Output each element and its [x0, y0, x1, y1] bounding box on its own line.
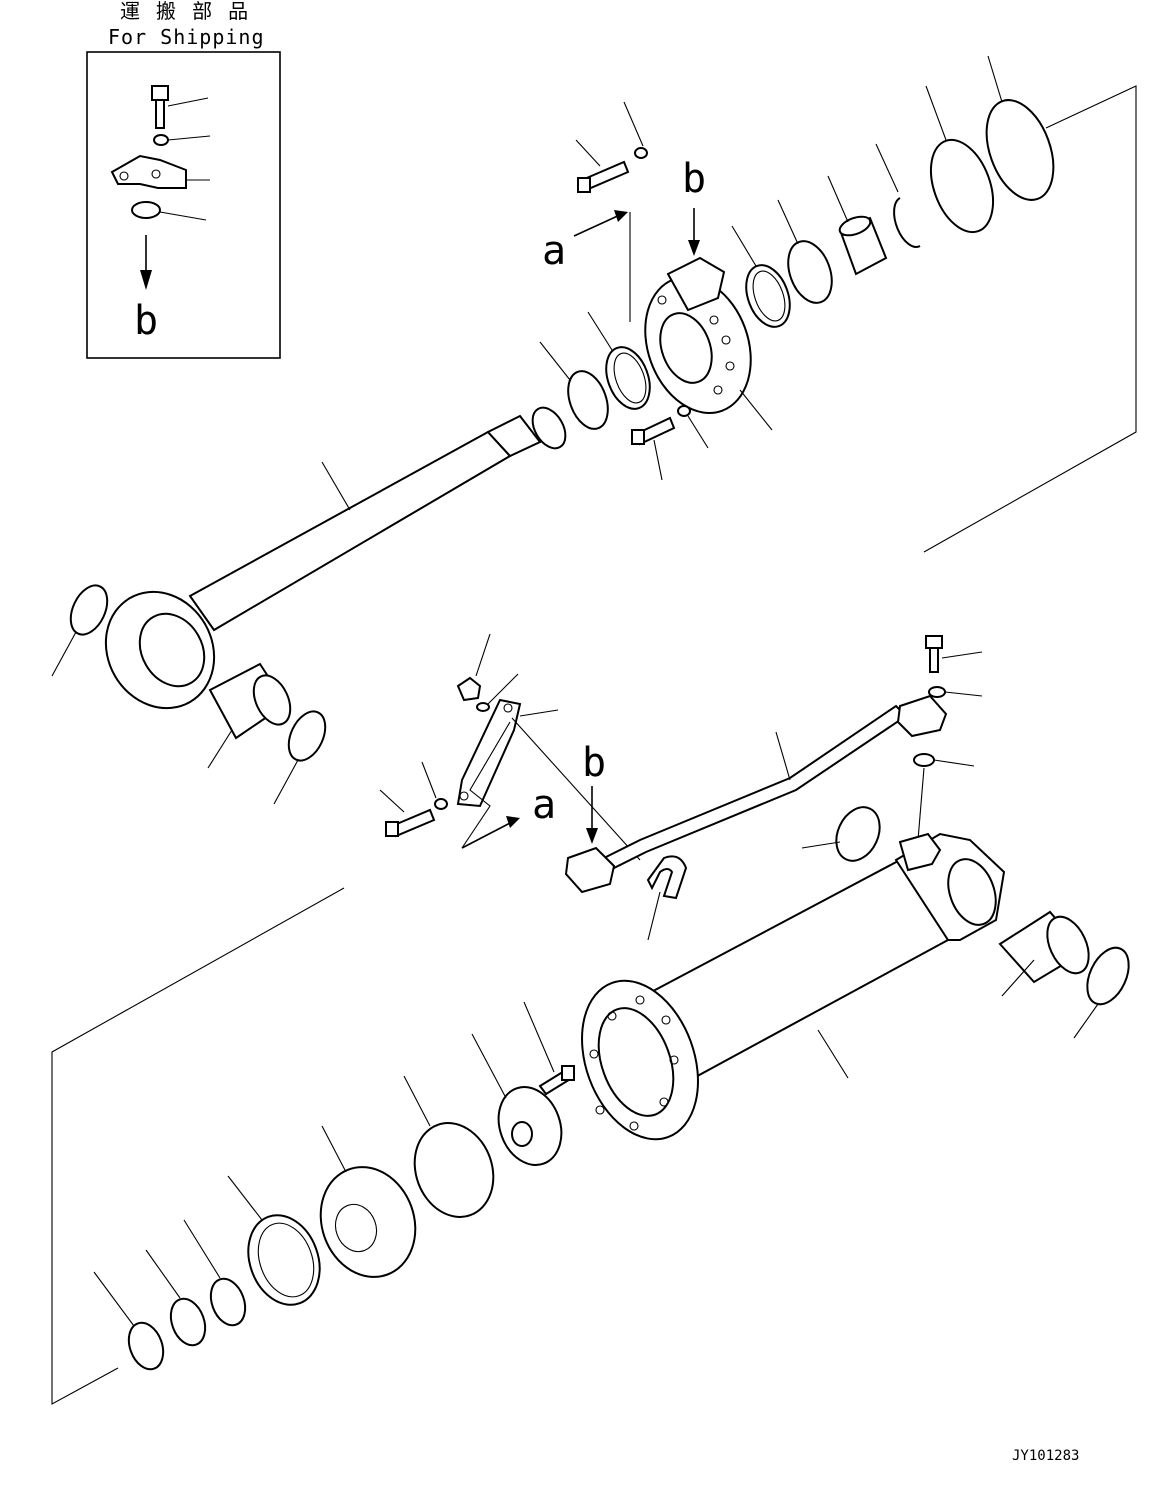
tube-flange-bolt	[913, 635, 983, 841]
head-seal-3	[731, 225, 791, 328]
head-bolt-upper	[575, 101, 648, 193]
rod-seal-2	[587, 311, 651, 410]
piston-wear-ring-2	[145, 1249, 207, 1347]
view-a-lower-arrow-head-icon	[506, 816, 520, 828]
upper-group-frame	[923, 85, 1137, 553]
tube-oring	[801, 806, 881, 862]
shipping-title-jp: 運 搬 部 品	[120, 0, 250, 23]
head-oring-xlarge	[985, 55, 1055, 201]
cylinder-bottom-seal	[1073, 946, 1130, 1039]
hydraulic-tube	[564, 694, 948, 894]
cylinder-bushing	[998, 910, 1090, 997]
piston-wear-ring-3	[93, 1271, 165, 1371]
piston-rod	[188, 406, 567, 632]
view-b-lower-arrow-head-icon	[586, 828, 598, 844]
shipping-washer-icon	[153, 134, 211, 146]
rod-eye-bushing	[207, 662, 292, 769]
shipping-title-en: For Shipping	[108, 25, 265, 49]
rod-eye-seal-left	[51, 584, 109, 677]
shipping-bolt-icon	[151, 85, 209, 129]
piston-nut	[471, 1033, 563, 1166]
view-b-upper-label: b	[682, 156, 706, 202]
head-snap-ring	[875, 143, 921, 248]
piston-nut-bolt	[523, 1001, 575, 1096]
lower-group-frame	[51, 887, 345, 1405]
head-bushing	[827, 175, 888, 276]
cylinder-head	[644, 256, 773, 431]
rod-eye	[104, 590, 216, 710]
rod-eye-seal-right	[273, 710, 327, 805]
bracket-to-tube-leader	[511, 717, 641, 861]
ubolt-clamp	[646, 855, 688, 941]
drawing-id: JY101283	[1012, 1448, 1079, 1464]
head-oring-large	[925, 85, 995, 234]
view-a-upper-arrow-head-icon	[614, 210, 628, 222]
rod-seal-1	[539, 341, 609, 430]
view-b-upper-arrow-head-icon	[688, 240, 700, 256]
shipping-arrow-label: b	[134, 298, 158, 344]
cylinder-tube	[581, 832, 1006, 1141]
shipping-plug-icon	[131, 201, 207, 221]
view-a-lower-leader	[461, 721, 511, 849]
bracket-washer	[476, 673, 519, 712]
view-a-upper-arrow	[573, 213, 623, 237]
piston-ring	[403, 1075, 495, 1218]
view-a-lower-arrow	[461, 821, 513, 849]
clamp-bracket	[456, 698, 559, 808]
shipping-box-frame	[86, 51, 281, 359]
view-a-lower-label: a	[532, 782, 556, 828]
bracket-nut	[456, 633, 491, 702]
shipping-clamp-icon	[110, 154, 210, 189]
piston-seal	[227, 1175, 321, 1306]
head-bolt-lower	[631, 405, 709, 481]
view-b-lower-label: b	[582, 740, 606, 786]
view-a-upper-label: a	[542, 228, 566, 274]
piston	[319, 1125, 417, 1278]
piston-wear-ring-1	[183, 1219, 247, 1327]
bracket-bolt	[379, 761, 448, 838]
head-seal-4	[777, 199, 833, 304]
shipping-arrow-head-icon	[140, 270, 152, 290]
